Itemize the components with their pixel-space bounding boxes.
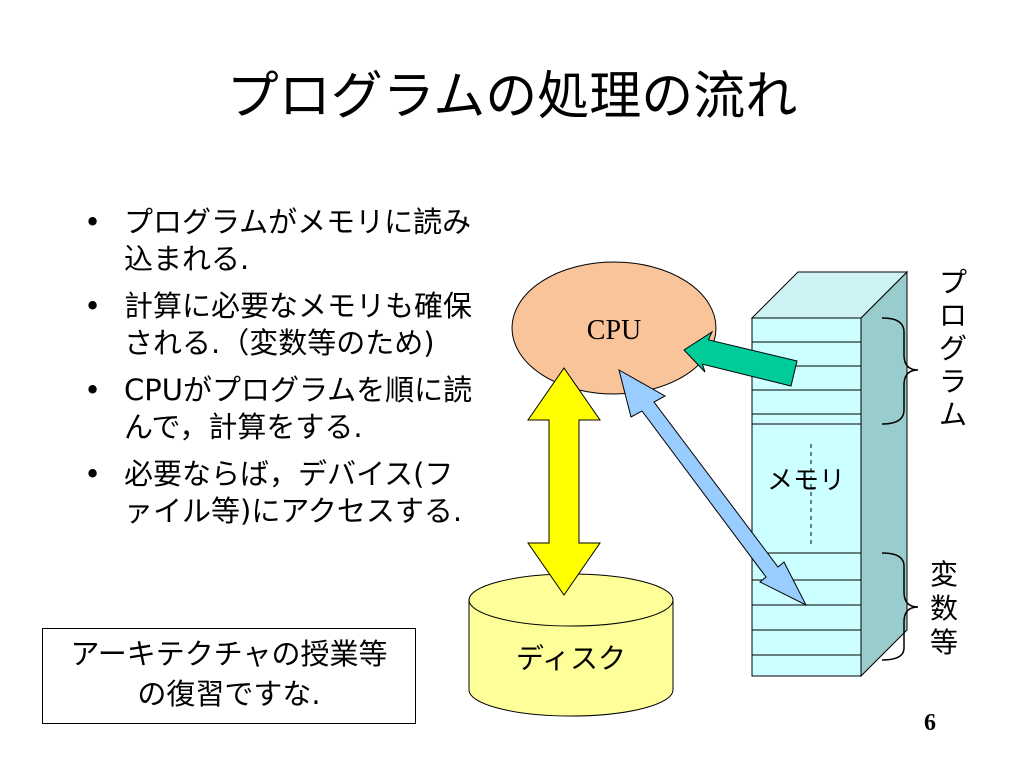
- bullet-text: プログラムがメモリに読み込まれる.: [124, 205, 472, 276]
- program-brace: [881, 317, 919, 425]
- disk-label: ディスク: [516, 642, 626, 675]
- memory-side-face: [860, 270, 908, 678]
- cpu-ellipse: [511, 261, 717, 395]
- disk-cylinder: ディスク: [468, 573, 674, 717]
- bullet-item: • 計算に必要なメモリも確保される.（変数等のため): [82, 288, 482, 362]
- variables-brace: [881, 552, 919, 661]
- bullet-item: • CPUがプログラムを順に読んで，計算をする.: [82, 372, 482, 446]
- variables-label-char: 数: [930, 592, 958, 625]
- bullet-dot: •: [84, 205, 102, 239]
- cpu-node: CPU: [511, 261, 717, 395]
- slide-title: プログラムの処理の流れ: [226, 67, 798, 127]
- bullet-list: • プログラムがメモリに読み込まれる. • 計算に必要なメモリも確保される.（変…: [82, 204, 482, 540]
- cpu-disk-arrow: [527, 367, 601, 596]
- variables-label: 変 数 等: [930, 558, 958, 659]
- bullet-dot: •: [84, 457, 102, 491]
- variables-label-char: 等: [930, 626, 958, 659]
- bullet-text: CPUがプログラムを順に読んで，計算をする.: [124, 373, 473, 444]
- page-number: 6: [924, 710, 936, 736]
- program-label-char: ム: [939, 398, 967, 431]
- cpu-memory-arrow: [618, 368, 808, 607]
- bullet-text: 計算に必要なメモリも確保される.（変数等のため): [124, 289, 473, 360]
- bullet-item: • プログラムがメモリに読み込まれる.: [82, 204, 482, 278]
- program-label-char: プ: [939, 266, 967, 299]
- program-label-char: グ: [939, 332, 967, 365]
- program-label: プ ロ グ ラ ム: [939, 266, 967, 431]
- note-line-2: の復習ですな.: [137, 677, 321, 711]
- program-label-char: ラ: [939, 365, 967, 398]
- memory-block: メモリ: [750, 270, 909, 678]
- disk-body: [468, 599, 674, 717]
- program-label-char: ロ: [939, 299, 967, 332]
- memory-to-cpu-arrow: [683, 330, 798, 387]
- variables-label-char: 変: [930, 558, 958, 591]
- memory-label: メモリ: [767, 466, 845, 496]
- bullet-text: 必要ならば，デバイス(ファイル等)にアクセスする.: [124, 457, 463, 528]
- bullet-dot: •: [84, 289, 102, 323]
- review-note: アーキテクチャの授業等 の復習ですな.: [42, 628, 416, 724]
- cpu-label: CPU: [587, 315, 641, 346]
- bullet-item: • 必要ならば，デバイス(ファイル等)にアクセスする.: [82, 456, 482, 530]
- bullet-dot: •: [84, 373, 102, 407]
- note-line-1: アーキテクチャの授業等: [70, 637, 388, 671]
